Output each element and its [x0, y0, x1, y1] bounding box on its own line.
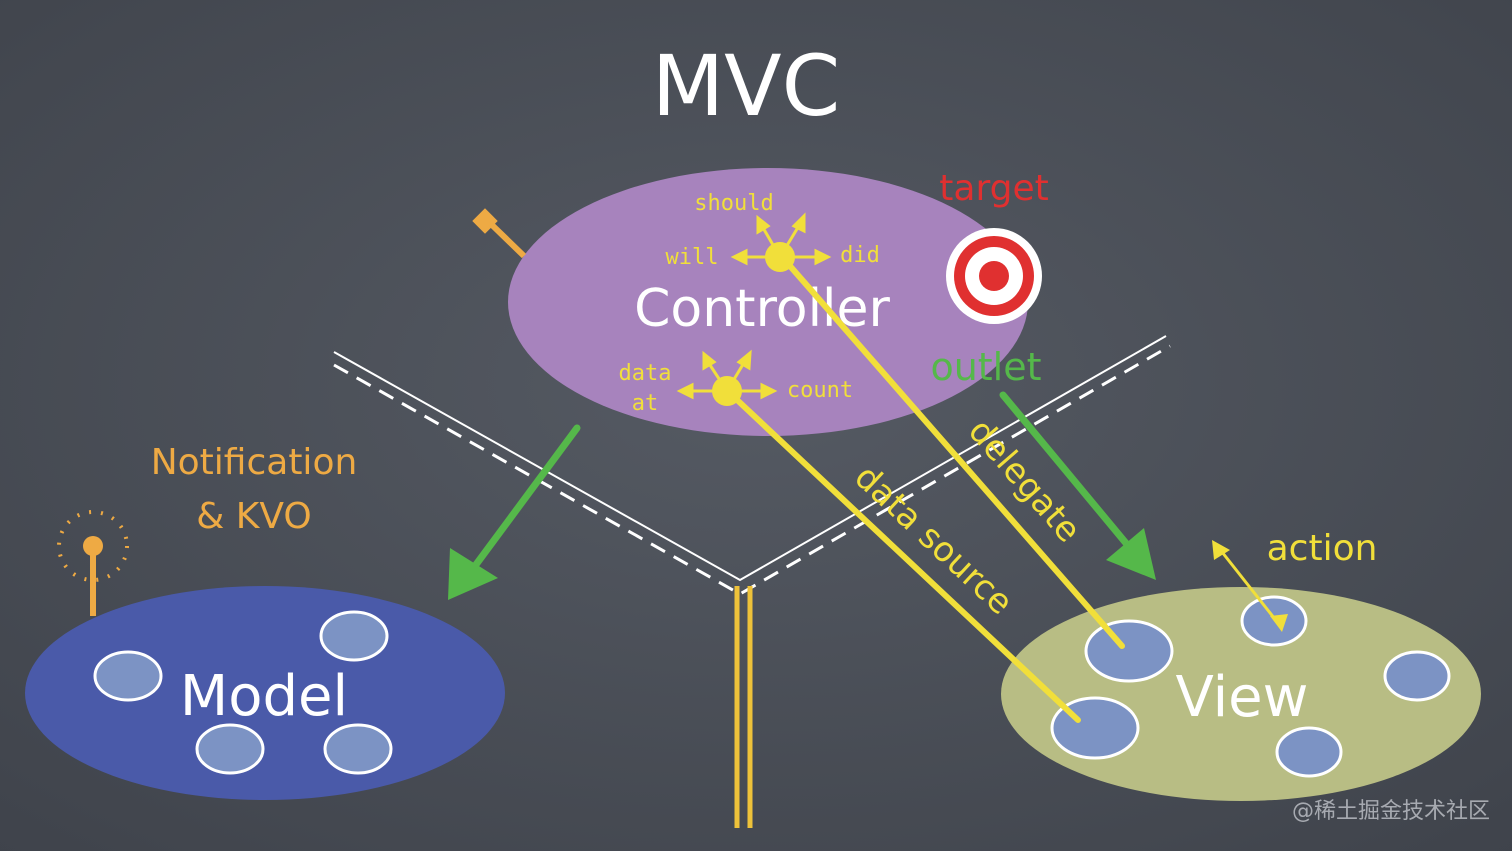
controller-label: Controller: [634, 279, 890, 339]
delegate-should-label: should: [694, 191, 773, 216]
delegate-did-label: did: [840, 243, 880, 268]
action-arrow: [1212, 540, 1288, 632]
delegate-line: [787, 263, 1125, 649]
controller-to-model-arrow: [448, 424, 581, 600]
target-icon: [946, 228, 1042, 324]
model-label: Model: [180, 664, 348, 729]
diagram-title: MVC: [652, 37, 841, 135]
datasource-count-label: count: [787, 378, 853, 403]
view-objects: [1050, 595, 1451, 778]
view-subview: [1275, 726, 1343, 778]
model-object: [195, 723, 265, 775]
radio-tower-icon: [57, 510, 129, 616]
view-label: View: [1176, 665, 1309, 730]
controller-antenna-icon: [472, 208, 527, 259]
notification-label-line2: & KVO: [196, 496, 311, 537]
datasource-at-label: at: [632, 391, 659, 416]
model-object: [93, 650, 163, 702]
outlet-arrow: [999, 391, 1156, 580]
model-object: [319, 610, 389, 662]
delegate-will-label: will: [666, 245, 719, 270]
notification-label-line1: Notification: [151, 442, 358, 483]
controller-ellipse: [508, 168, 1028, 436]
view-subview: [1084, 619, 1174, 683]
view-subview: [1383, 650, 1451, 702]
action-label: action: [1267, 528, 1378, 569]
datasource-data-label: data: [619, 361, 672, 386]
model-object: [323, 723, 393, 775]
model-objects: [93, 610, 393, 775]
target-label: target: [939, 168, 1048, 209]
datasource-line: [732, 395, 1081, 723]
outlet-label: outlet: [930, 345, 1041, 389]
watermark: @稀土掘金技术社区: [1292, 799, 1490, 824]
